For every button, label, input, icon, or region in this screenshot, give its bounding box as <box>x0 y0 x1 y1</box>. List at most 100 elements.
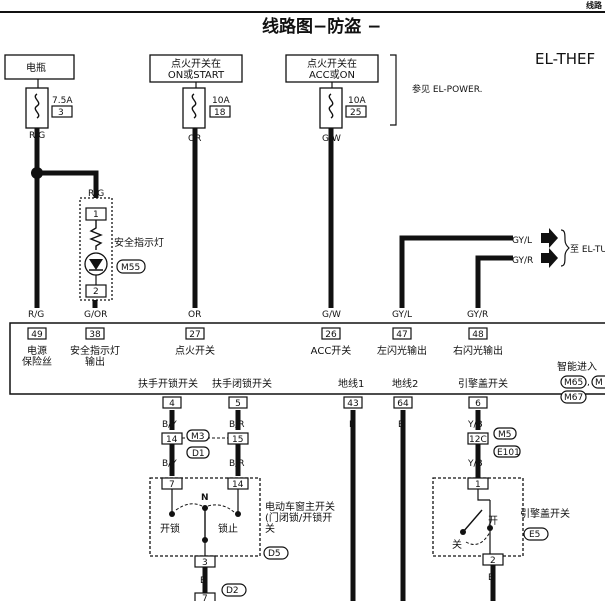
joint-conn <box>186 446 210 459</box>
switch-n: N <box>201 493 209 503</box>
unit-label: 右闪光输出 <box>453 344 503 357</box>
door-bottom-conn-label: D2 <box>226 586 239 596</box>
wire-or-unit: OR <box>188 310 201 320</box>
fuse-acc: 10A 25 <box>319 82 367 129</box>
wire-br-a: B/R <box>229 420 244 430</box>
unit-bottom-label: 地线2 <box>392 377 418 390</box>
unit-conn-label: M <box>595 378 603 388</box>
switch-pin: 14 <box>232 480 244 490</box>
hood-conn <box>523 527 549 541</box>
lamp-label: 安全指示灯 <box>114 236 164 249</box>
wire-yb-b: Y/B <box>467 459 483 469</box>
switch-pin: 7 <box>169 480 175 490</box>
unit-label: 左闪光输出 <box>377 344 427 357</box>
wire-b-g1: B <box>349 420 355 430</box>
page-title: 线路图−防盗 − <box>262 16 381 37</box>
joint-pin: 15 <box>232 435 243 445</box>
wire-gor-unit: G/OR <box>84 310 107 320</box>
lamp-conn-label: M55 <box>121 263 140 273</box>
fuse-num: 25 <box>350 108 361 118</box>
unit-side-label: 智能进入 <box>557 360 597 373</box>
fuse-num: 3 <box>58 108 64 118</box>
unit-bottom-pin: 43 <box>347 399 358 409</box>
unit-label: ACC开关 <box>311 344 352 357</box>
joint-conn <box>186 429 210 442</box>
joint-conn-label: M3 <box>191 432 205 442</box>
wire-b-door: B <box>200 576 206 586</box>
unit-conn <box>560 375 587 389</box>
unit-pin: 48 <box>472 330 484 340</box>
wire-yb-a: Y/B <box>467 420 483 430</box>
unit-pin: 47 <box>396 330 407 340</box>
unit-bottom-label: 引擎盖开关 <box>458 377 508 390</box>
hood-switch: 1 开 关 2 <box>432 477 524 566</box>
to-el-tu: 至 EL-TU <box>570 244 605 255</box>
unit-label: 点火开关 <box>175 344 215 357</box>
joint-conn-label: M5 <box>498 430 512 440</box>
corner-tag: 线路 <box>586 0 603 10</box>
wire-br-b: B/R <box>229 459 244 469</box>
joint-pin: 12C <box>469 435 487 445</box>
unit-conn <box>591 375 605 389</box>
battery-label: 电瓶 <box>26 61 46 74</box>
door-switch-label: 电动车窗主开关(门闭锁/开锁开关 <box>265 500 335 535</box>
battery-box <box>4 54 75 80</box>
door-bottom-conn <box>221 583 247 597</box>
unit-bottom-pin: 5 <box>235 399 241 409</box>
hood-pin: 2 <box>490 556 496 566</box>
unit-pin: 49 <box>31 330 43 340</box>
unit-pin-box <box>27 327 47 340</box>
hood-pin: 1 <box>475 480 481 490</box>
fuse-amp: 10A <box>212 96 230 106</box>
diagram-code: EL-THEF <box>535 50 595 68</box>
svg-text:,: , <box>587 378 590 388</box>
wire-rg-unit: R/G <box>28 310 44 320</box>
arrow-right-icon <box>541 248 558 268</box>
unit-pin-box <box>85 327 105 340</box>
unit-bottom-pin-box <box>468 396 488 409</box>
joint-pin: 14 <box>166 435 178 445</box>
door-switch-conn-label: D5 <box>268 549 281 559</box>
wire-by-b: B/Y <box>162 459 177 469</box>
unit-bottom-label: 扶手开锁开关 <box>138 377 198 390</box>
lamp-pin-1: 1 <box>93 210 99 220</box>
door-bottom-pin: 7 <box>202 594 208 601</box>
hood-conn-label: E5 <box>529 530 540 540</box>
joint-conn-label: E101 <box>497 448 520 458</box>
unit-bottom-pin: 4 <box>169 399 175 409</box>
wire-b-hood: B <box>488 573 494 583</box>
unit-bottom-pin-box <box>228 396 248 409</box>
unit-bottom-label: 扶手闭锁开关 <box>212 377 272 390</box>
wire-by-a: B/Y <box>162 420 177 430</box>
ign-switch-box <box>149 54 243 83</box>
door-switch-conn <box>263 546 289 560</box>
switch-unlock: 开锁 <box>160 522 180 535</box>
fuse-battery: 7.5A 3 <box>25 79 73 129</box>
wire-rg-lamp: R/G <box>88 189 104 199</box>
wire-gyr-unit: GY/R <box>467 310 488 320</box>
unit-bottom-pin-box <box>162 396 182 409</box>
unit-bottom-label: 地线1 <box>338 377 364 390</box>
wire-rg-top: R/G <box>29 131 45 141</box>
wire-gw-unit: G/W <box>322 310 341 320</box>
wire-gyl: GY/L <box>512 236 532 246</box>
unit-pin: 27 <box>189 330 200 340</box>
power-ref: 参见 EL-POWER. <box>412 83 483 95</box>
fuse-num: 18 <box>214 108 226 118</box>
wire-gyl-unit: GY/L <box>392 310 412 320</box>
unit-pin: 26 <box>325 330 337 340</box>
hood-close: 关 <box>452 538 462 551</box>
entry-unit-box <box>9 322 605 395</box>
unit-pin: 38 <box>89 330 101 340</box>
unit-pin-box <box>321 327 341 340</box>
lamp-pin-2: 2 <box>93 287 99 297</box>
wire-or-top: OR <box>188 134 201 144</box>
unit-pin-box <box>468 327 488 340</box>
hood-label: 引擎盖开关 <box>520 507 570 520</box>
fuse-amp: 7.5A <box>52 96 73 106</box>
lamp-conn <box>116 259 146 274</box>
unit-bottom-pin: 64 <box>397 399 409 409</box>
